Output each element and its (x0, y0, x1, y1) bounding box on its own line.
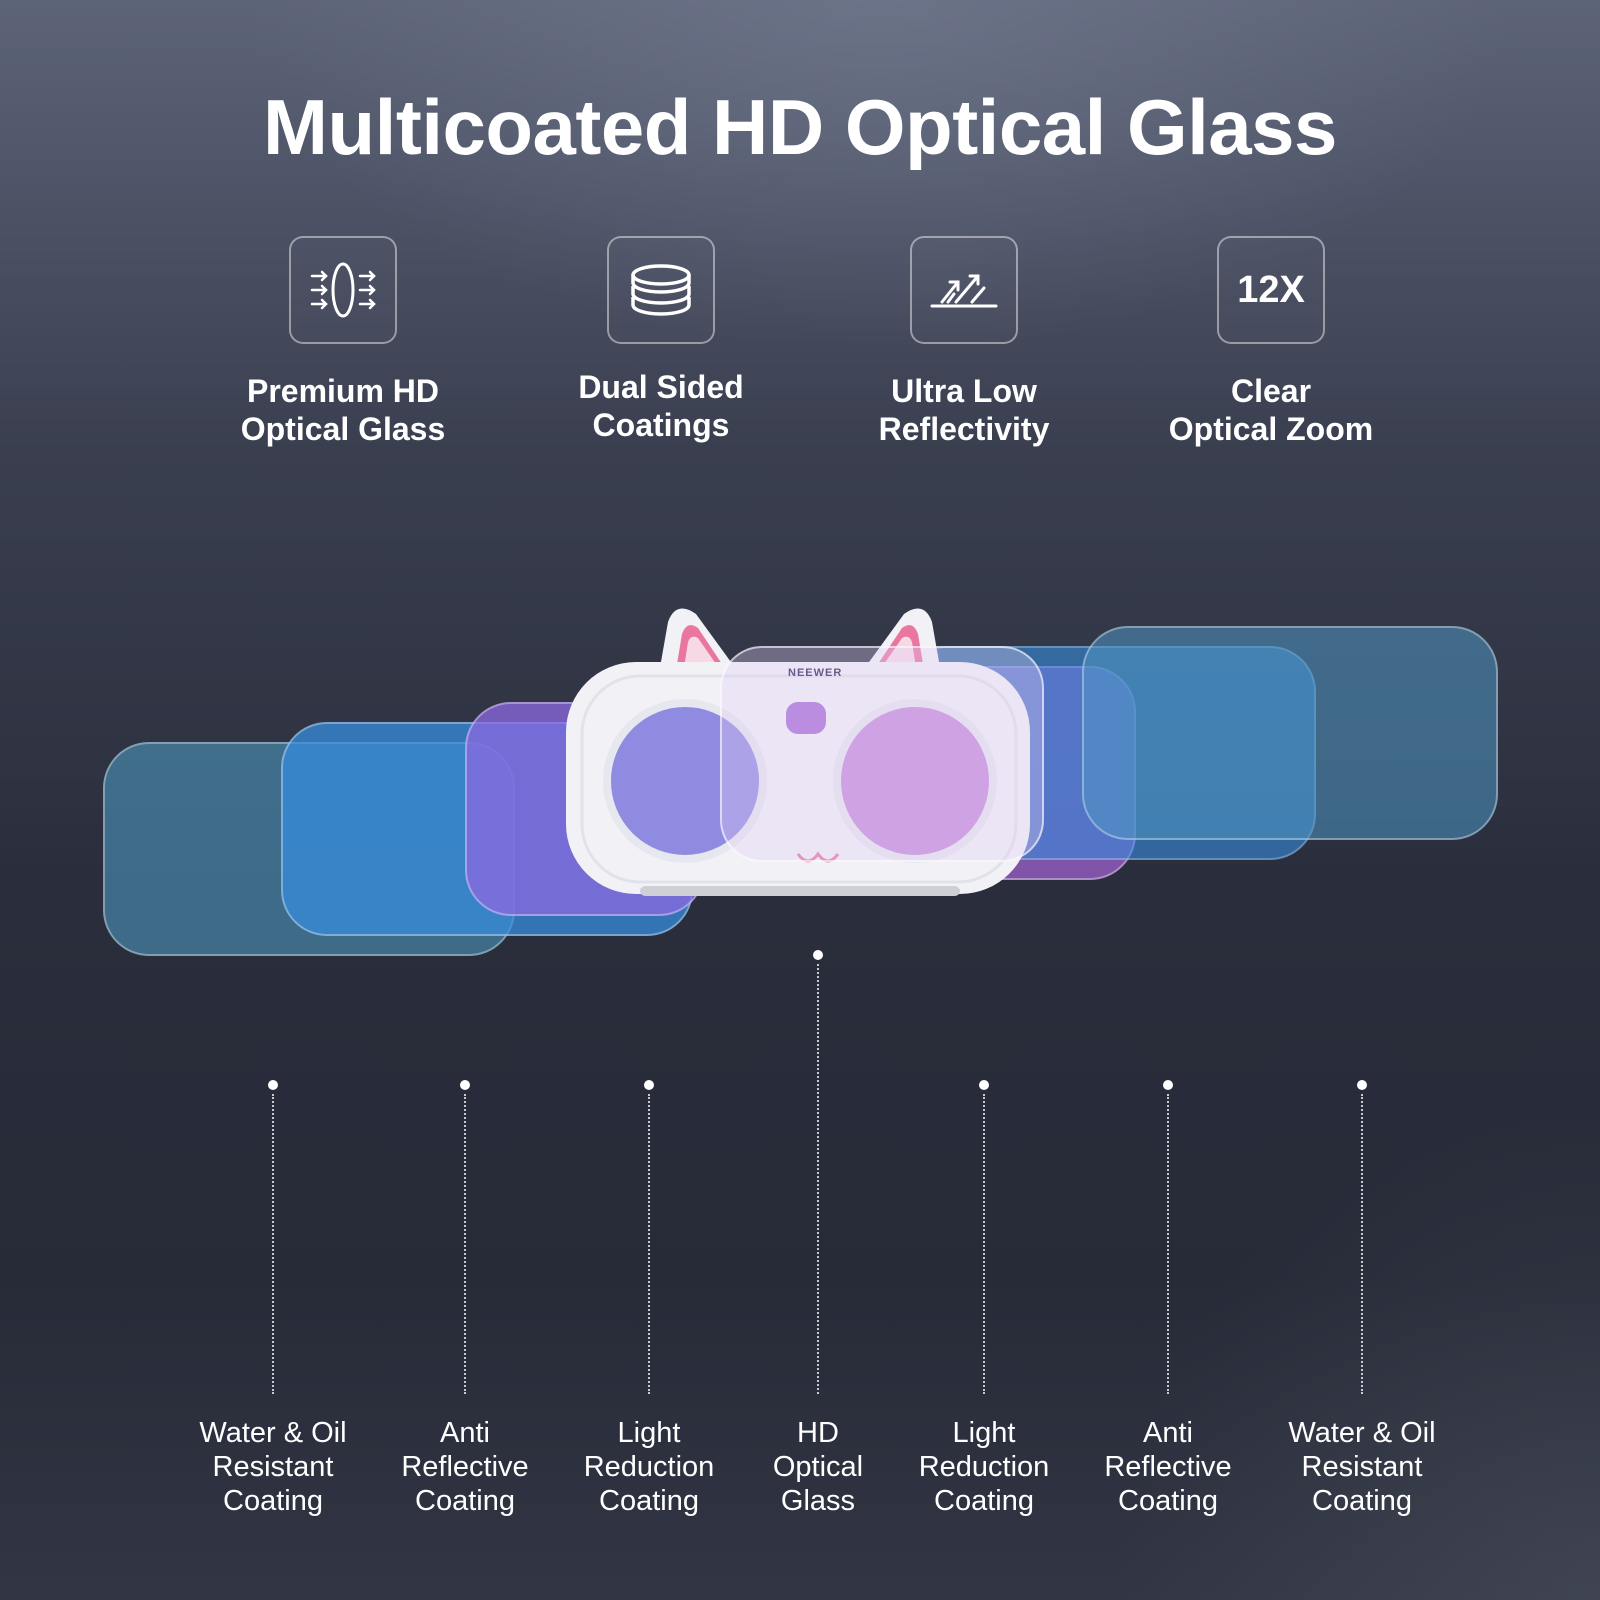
cat-lens-protector (566, 608, 1030, 896)
callout-label: Anti Reflective Coating (1104, 1417, 1232, 1517)
callout-dotted-line (648, 1094, 650, 1394)
feature-label: Ultra Low Reflectivity (878, 373, 1050, 447)
callout-dotted-line (1167, 1094, 1169, 1394)
callout-dot (268, 1080, 278, 1090)
feature-icon-box: 12X (1217, 236, 1325, 344)
callout-label: Light Reduction Coating (583, 1417, 715, 1517)
callout-label: HD Optical Glass (772, 1417, 864, 1517)
callout-label: Anti Reflective Coating (401, 1417, 529, 1517)
callout-label: Water & Oil Resistant Coating (199, 1417, 347, 1517)
callout-anti-reflective-left: Anti Reflective Coating (375, 1080, 555, 1518)
feature-icon-box (607, 236, 715, 344)
callout-dot (1163, 1080, 1173, 1090)
callout-dot (460, 1080, 470, 1090)
callout-dotted-line (272, 1094, 274, 1394)
feature-label: Clear Optical Zoom (1168, 373, 1374, 447)
callout-dot (813, 950, 823, 960)
callout-dot (644, 1080, 654, 1090)
callout-dot (1357, 1080, 1367, 1090)
stacked-layers-icon (631, 264, 691, 316)
feature-clear-optical-zoom: 12X Clear Optical Zoom (1121, 236, 1421, 448)
callout-dotted-line (983, 1094, 985, 1394)
brand-logo: NEEWER (788, 667, 843, 679)
layer-hd-optical-glass (720, 646, 1044, 862)
callout-dot (979, 1080, 989, 1090)
layer-water-oil-right (1082, 626, 1498, 840)
feature-ultra-low-reflectivity: Ultra Low Reflectivity (814, 236, 1114, 448)
page-title: Multicoated HD Optical Glass (263, 83, 1337, 171)
callout-light-reduction-right: Light Reduction Coating (894, 1080, 1074, 1518)
low-reflection-icon (930, 274, 998, 308)
feature-premium-hd-glass: Premium HD Optical Glass (193, 236, 493, 448)
callout-dotted-line (1361, 1094, 1363, 1394)
callout-hd-optical-glass: HD Optical Glass (728, 950, 908, 1518)
feature-dual-sided-coatings: Dual Sided Coatings (511, 236, 811, 444)
callout-anti-reflective-right: Anti Reflective Coating (1078, 1080, 1258, 1518)
callout-dotted-line (464, 1094, 466, 1394)
callout-label: Light Reduction Coating (918, 1417, 1050, 1517)
lens-light-icon (310, 262, 376, 318)
callout-label: Water & Oil Resistant Coating (1288, 1417, 1436, 1517)
callout-water-oil-left: Water & Oil Resistant Coating (183, 1080, 363, 1518)
callout-dotted-line (817, 964, 819, 1394)
exploded-lens-layers: NEEWER (0, 580, 1600, 980)
feature-icon-box (289, 236, 397, 344)
feature-label: Dual Sided Coatings (578, 369, 744, 443)
feature-icon-box (910, 236, 1018, 344)
callout-light-reduction-left: Light Reduction Coating (559, 1080, 739, 1518)
callout-water-oil-right: Water & Oil Resistant Coating (1272, 1080, 1452, 1518)
zoom-12x-badge: 12X (1237, 268, 1305, 311)
feature-label: Premium HD Optical Glass (240, 373, 446, 447)
